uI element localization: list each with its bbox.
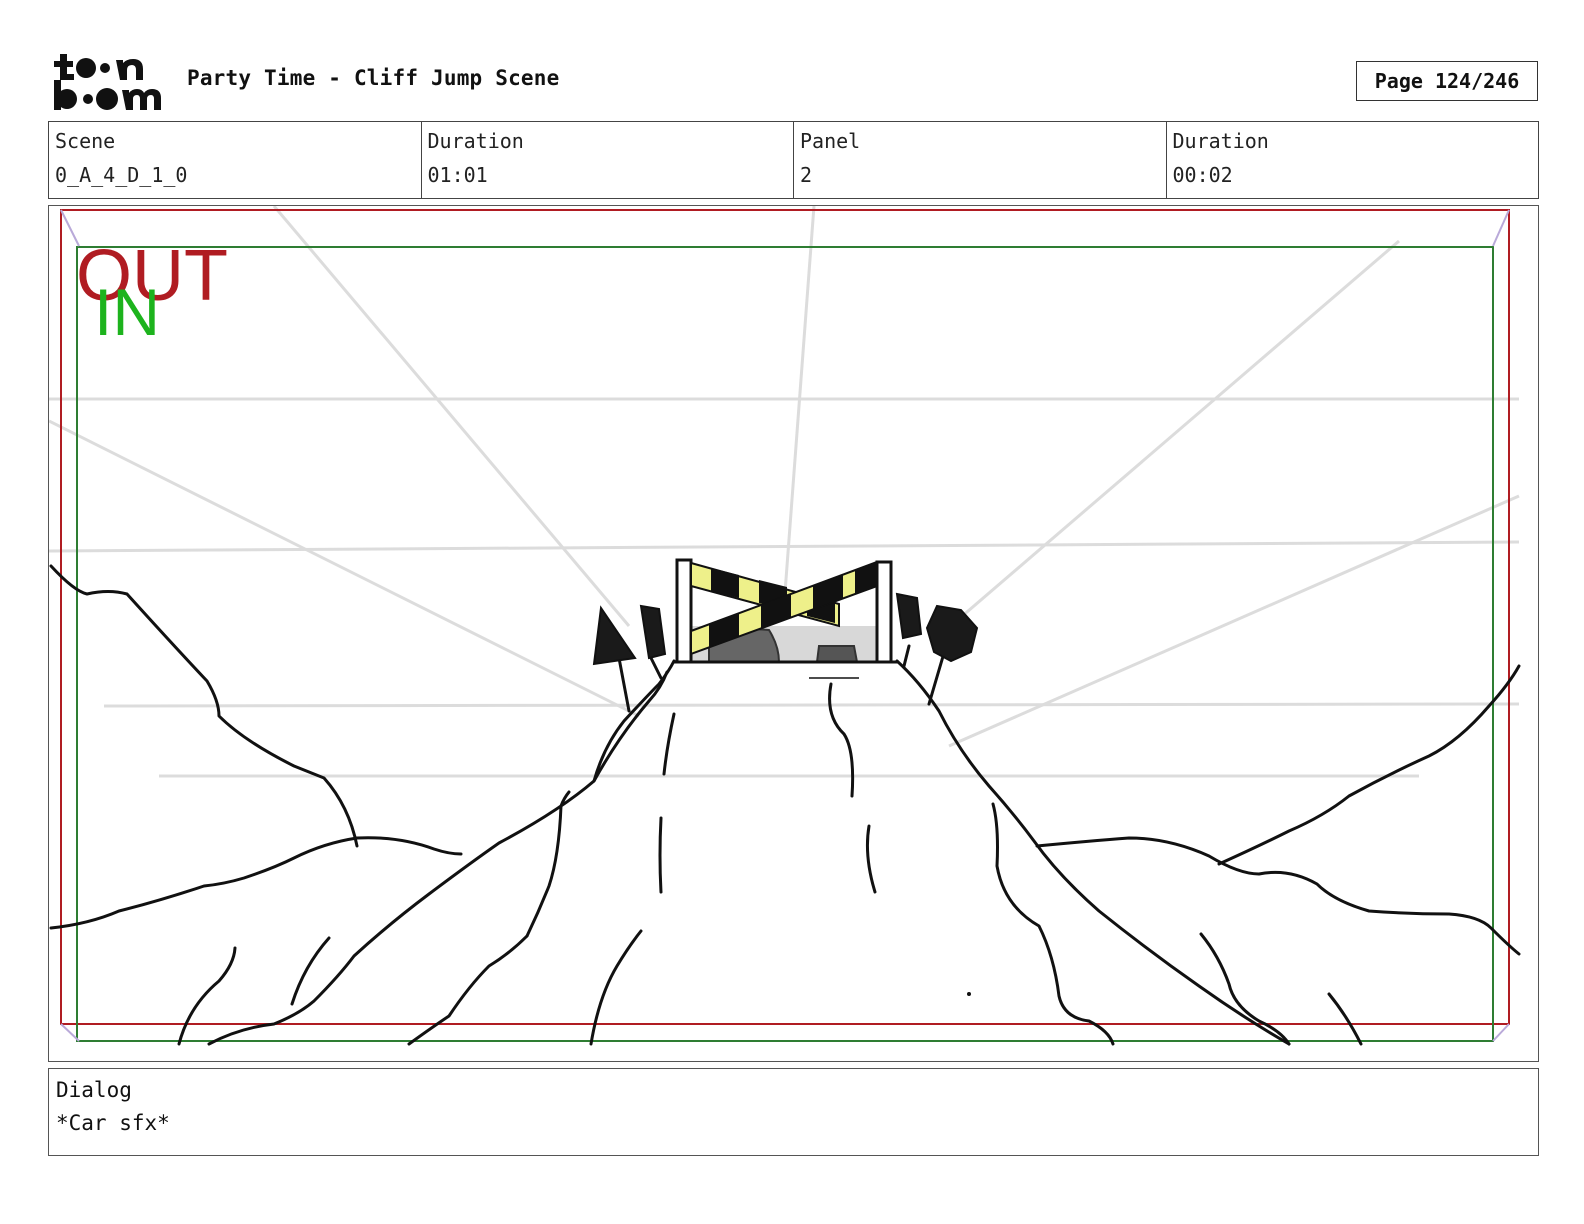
storyboard-panel: OUT IN [48,205,1539,1062]
scene-value: 0_A_4_D_1_0 [55,163,188,187]
page-indicator: Page 124/246 [1356,61,1538,101]
dialog-label: Dialog [56,1078,132,1102]
panel-value: 2 [800,163,813,187]
scene-info-table: Scene 0_A_4_D_1_0 Duration 01:01 Panel 2… [48,121,1539,199]
scene-cell: Scene 0_A_4_D_1_0 [49,122,422,198]
panel-duration-cell: Duration 00:02 [1167,122,1539,198]
road-signs-icon [592,592,979,666]
toon-boom-logo [50,50,166,112]
panel-label: Panel [800,129,861,153]
panel-duration-label: Duration [1172,129,1269,153]
scene-label: Scene [55,129,116,153]
panel-drawing: OUT IN [49,206,1521,1046]
cliff-line-art [49,564,1521,1046]
scene-duration-label: Duration [427,129,524,153]
panel-duration-value: 00:02 [1172,163,1233,187]
pebble-dot [967,992,971,996]
frame-corner-marks [60,209,1510,1042]
panel-cell: Panel 2 [794,122,1167,198]
perspective-guides [49,206,1520,778]
scene-duration-value: 01:01 [427,163,488,187]
in-frame [76,246,1494,1042]
document-title: Party Time - Cliff Jump Scene [187,66,560,90]
dialog-text: *Car sfx* [56,1111,170,1135]
scene-duration-cell: Duration 01:01 [422,122,794,198]
dialog-box: Dialog *Car sfx* [48,1068,1539,1156]
out-label: OUT [76,236,228,316]
logo-glyphs-icon [54,54,161,110]
out-frame [60,209,1510,1025]
hazard-barrier [674,558,899,679]
in-label: IN [94,275,160,349]
